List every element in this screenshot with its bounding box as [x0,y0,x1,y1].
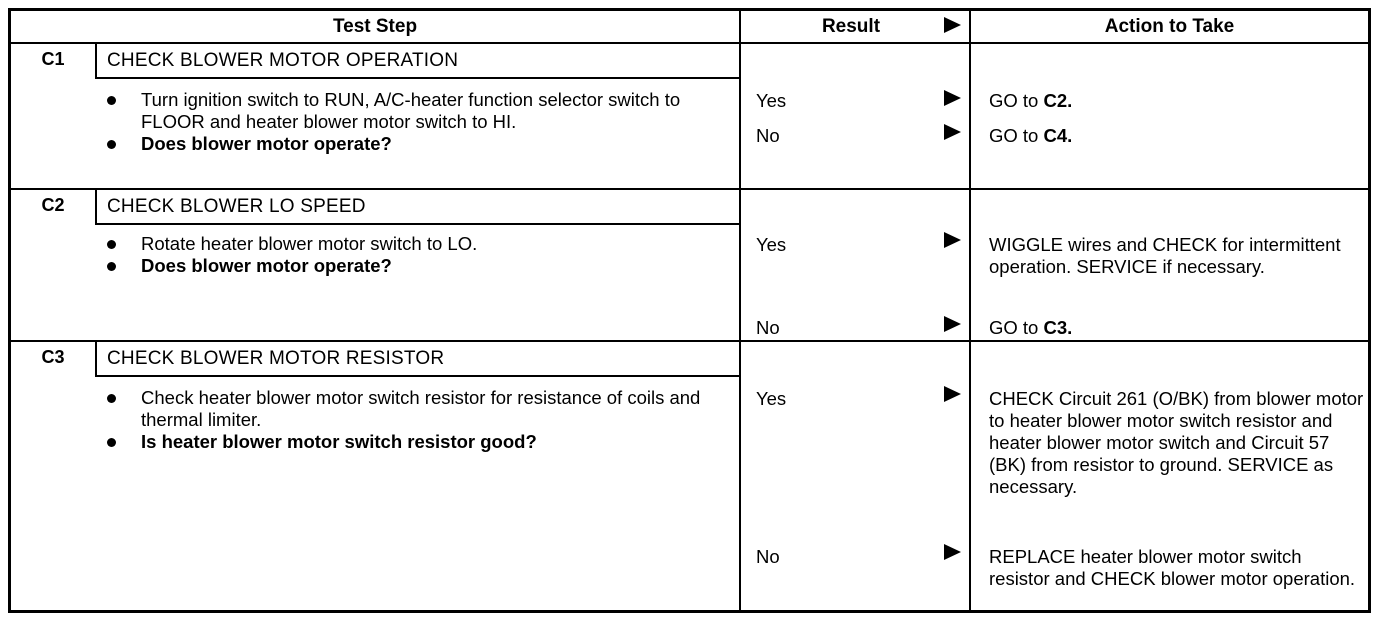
step-title-c1: CHECK BLOWER MOTOR OPERATION [107,50,459,71]
step-question-c1: Does blower motor operate? [103,133,713,155]
step-instructions-c2: Rotate heater blower motor switch to LO.… [103,233,713,277]
instruction-item: Rotate heater blower motor switch to LO. [103,233,713,255]
arrow-icon [944,544,961,560]
action-c2-no: GO to C3. [989,317,1073,338]
c1-title-rule [95,77,741,79]
header-test-step: Test Step [332,16,418,37]
instruction-item: Turn ignition switch to RUN, A/C-heater … [103,89,713,133]
step-id-c3: C3 [41,347,65,367]
action-c2-yes: WIGGLE wires and CHECK for intermittent … [989,234,1341,277]
result-c2-no: No [756,317,780,338]
c3-title-rule [95,375,741,377]
result-c1-yes: Yes [756,90,787,111]
c2-bottom-rule [11,340,1368,342]
action-c1-no: GO to C4. [989,125,1073,146]
step-instructions-c1: Turn ignition switch to RUN, A/C-heater … [103,89,713,155]
c2-title-rule [95,223,741,225]
header-action: Action to Take [1104,16,1235,37]
step-id-divider-c2 [95,189,97,223]
step-question-c2: Does blower motor operate? [103,255,713,277]
action-c3-yes: CHECK Circuit 261 (O/BK) from blower mot… [989,388,1364,497]
arrow-icon [944,232,961,248]
step-question-c3: Is heater blower motor switch resistor g… [103,431,713,453]
col-divider-action [969,11,971,611]
col-divider-result [739,11,741,611]
result-c1-no: No [756,125,780,146]
instruction-item: Check heater blower motor switch resisto… [103,387,713,431]
action-c3-no: REPLACE heater blower motor switch resis… [989,546,1356,589]
step-id-divider-c3 [95,341,97,375]
header-arrow-icon [944,17,961,33]
arrow-icon [944,90,961,106]
diagnostic-table: Test Step Result Action to Take C1 CHECK… [8,8,1371,613]
header-rule [11,42,1368,44]
arrow-icon [944,124,961,140]
header-result: Result [821,16,881,37]
step-title-c3: CHECK BLOWER MOTOR RESISTOR [107,348,445,369]
arrow-icon [944,316,961,332]
result-c2-yes: Yes [756,234,787,255]
action-c1-yes: GO to C2. [989,90,1073,111]
step-title-c2: CHECK BLOWER LO SPEED [107,196,366,217]
arrow-icon [944,386,961,402]
step-id-divider-c1 [95,43,97,78]
result-c3-no: No [756,546,780,567]
step-id-c2: C2 [41,195,65,215]
step-instructions-c3: Check heater blower motor switch resisto… [103,387,713,453]
step-id-c1: C1 [41,49,65,69]
c1-bottom-rule [11,188,1368,190]
result-c3-yes: Yes [756,388,787,409]
